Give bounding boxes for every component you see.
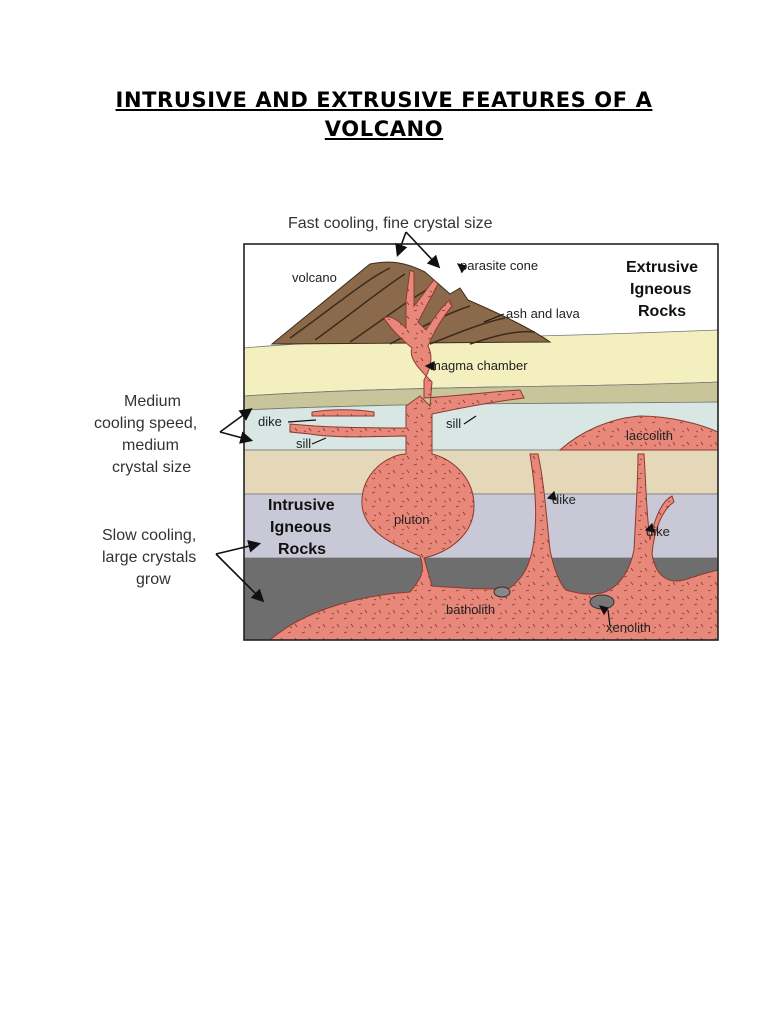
slow-line-1: Slow cooling, — [102, 527, 196, 544]
label-xenolith: xenolith — [606, 620, 651, 635]
medium-line-2: cooling speed, — [94, 415, 197, 432]
layer-tan — [243, 449, 719, 495]
arrows — [215, 231, 441, 603]
label-parasite-cone: parasite cone — [460, 258, 538, 273]
fast-cooling-caption: Fast cooling, fine crystal size — [288, 215, 493, 232]
label-dike-left: dike — [258, 414, 282, 429]
intrusive-line-3: Rocks — [278, 541, 326, 558]
label-batholith: batholith — [446, 602, 495, 617]
label-ash-and-lava: ash and lava — [506, 306, 580, 321]
label-laccolith: laccolith — [626, 428, 673, 443]
title-line-2: VOLCANO — [324, 117, 444, 141]
medium-line-1: Medium — [124, 393, 181, 410]
medium-line-3: medium — [122, 437, 179, 454]
label-dike-mid: dike — [552, 492, 576, 507]
medium-line-4: crystal size — [112, 459, 191, 476]
volcano-diagram-svg: Fast cooling, fine crystal size Medium c… — [94, 215, 719, 641]
slow-line-3: grow — [136, 571, 171, 588]
label-sill-left: sill — [296, 436, 311, 451]
laccolith-body — [558, 415, 719, 451]
xenolith-small — [493, 586, 511, 598]
volcano-diagram: Fast cooling, fine crystal size Medium c… — [90, 210, 720, 642]
slow-line-2: large crystals — [102, 549, 196, 566]
extrusive-line-1: Extrusive — [626, 259, 698, 276]
document-title: INTRUSIVE AND EXTRUSIVE FEATURES OF A VO… — [60, 86, 708, 144]
label-magma-chamber: magma chamber — [430, 358, 528, 373]
sill-upper — [311, 409, 375, 417]
magma-bodies — [268, 269, 719, 641]
label-sill-right: sill — [446, 416, 461, 431]
extrusive-line-2: Igneous — [630, 281, 691, 298]
label-pluton: pluton — [394, 512, 429, 527]
label-volcano: volcano — [292, 270, 337, 285]
title-line-1: INTRUSIVE AND EXTRUSIVE FEATURES OF A — [115, 88, 653, 112]
intrusive-line-2: Igneous — [270, 519, 331, 536]
label-pointers — [287, 263, 655, 627]
batholith-body — [268, 269, 719, 641]
extrusive-line-3: Rocks — [638, 303, 686, 320]
intrusive-line-1: Intrusive — [268, 497, 335, 514]
